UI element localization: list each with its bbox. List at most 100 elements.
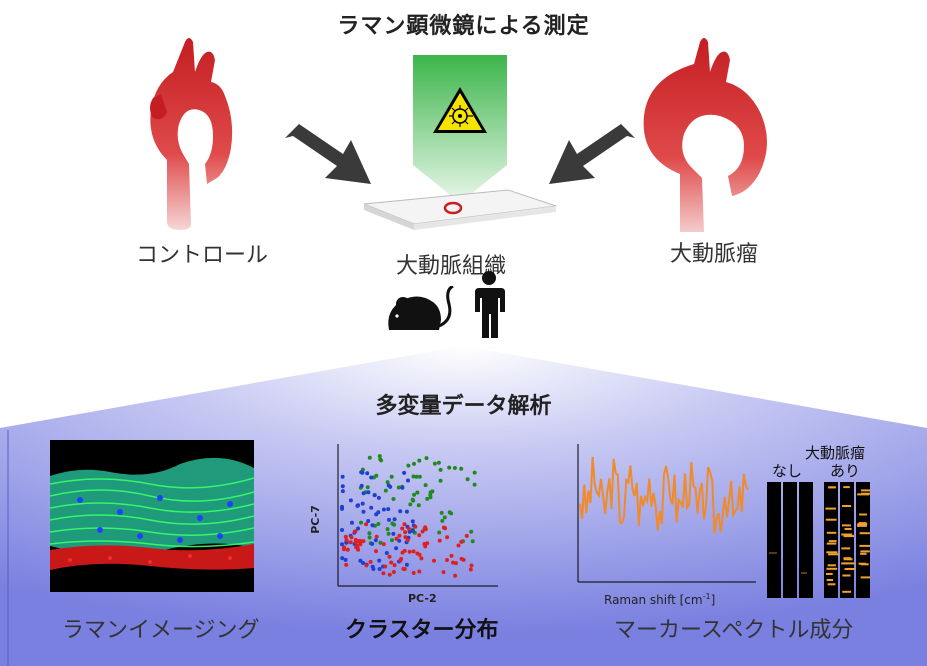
pca-point — [387, 572, 392, 577]
pca-point — [420, 529, 425, 534]
pca-point — [472, 470, 477, 475]
strip-mark — [826, 573, 833, 575]
pca-point — [385, 480, 390, 485]
pca-point — [416, 503, 421, 508]
pca-point — [432, 558, 436, 563]
pca-point — [415, 490, 420, 495]
pca-point — [360, 470, 365, 475]
strip-mark — [858, 522, 867, 525]
analysis-title: 多変量データ解析 — [375, 394, 552, 419]
pca-point — [430, 489, 435, 494]
pca-point — [359, 483, 364, 488]
strip-mark — [844, 528, 852, 530]
pca-point — [459, 539, 464, 544]
pca-point — [438, 478, 443, 483]
strip-mark — [825, 507, 836, 510]
strip-mark — [843, 562, 856, 565]
pca-point — [402, 522, 407, 527]
strip-mark — [860, 563, 869, 566]
pca-point — [387, 554, 392, 559]
strip-mark — [826, 531, 837, 534]
pca-point — [370, 523, 375, 528]
pca-point — [398, 509, 403, 514]
strip-mark — [841, 547, 851, 550]
pca-point — [356, 526, 361, 531]
pca-point — [470, 539, 475, 544]
marker-present-label: あり — [830, 462, 861, 480]
pca-point — [360, 501, 365, 506]
pca-point — [361, 491, 366, 496]
pca-point — [396, 485, 401, 490]
pca-point — [404, 562, 409, 567]
pca-point — [459, 466, 464, 471]
pca-point — [358, 558, 363, 563]
pca-point — [405, 538, 410, 543]
pca-point — [369, 505, 374, 510]
pca-point — [423, 525, 428, 530]
pca-point — [392, 517, 397, 522]
pca-point — [369, 475, 374, 480]
pca-point — [372, 493, 377, 498]
pca-point — [437, 538, 442, 543]
pca-point — [381, 542, 386, 547]
pca-point — [364, 563, 369, 568]
strip-mark — [827, 564, 836, 567]
spectrum-line — [579, 456, 749, 534]
pca-point — [407, 549, 412, 554]
pca-point — [449, 553, 454, 558]
pca-point — [425, 541, 430, 546]
pca-point — [386, 507, 391, 512]
pca-point — [451, 560, 455, 565]
pca-point — [381, 507, 386, 512]
cluster-scatter-plot — [337, 444, 498, 587]
pca-point — [359, 520, 363, 525]
pca-point — [361, 509, 366, 514]
pca-point — [394, 536, 399, 541]
pca-point — [377, 567, 382, 571]
pca-point — [437, 530, 442, 535]
strip-mark — [857, 493, 869, 496]
raman-image — [50, 440, 254, 592]
pca-point — [410, 497, 415, 502]
pca-point — [343, 557, 348, 562]
marker-header: 大動脈瘤 — [804, 444, 865, 462]
pca-point — [378, 457, 383, 462]
mouse-icon — [388, 286, 454, 330]
pca-point — [345, 547, 350, 552]
pca-point — [419, 556, 424, 561]
pca-point — [404, 509, 409, 514]
imaging-caption: ラマンイメージング — [62, 618, 260, 643]
page-title: ラマン顕微鏡による測定 — [337, 14, 590, 39]
strip-mark — [857, 524, 867, 527]
laser-source-icon — [413, 55, 507, 203]
strip-mark — [828, 540, 837, 543]
pca-point — [374, 534, 379, 539]
pca-point — [352, 529, 357, 534]
pca-point — [439, 510, 444, 515]
strip-mark — [841, 562, 849, 565]
pca-point — [340, 489, 345, 494]
pca-point — [469, 563, 474, 568]
pca-point — [390, 538, 394, 543]
pca-point — [356, 539, 361, 544]
strip-mark — [859, 532, 870, 535]
left-arrow-icon — [285, 124, 371, 184]
pca-point — [388, 484, 393, 489]
strip-mark — [843, 558, 853, 561]
pca-point — [464, 533, 469, 538]
strip-mark — [860, 576, 870, 579]
pca-point — [340, 484, 345, 489]
pca-point — [391, 531, 396, 536]
pca-point — [406, 526, 411, 531]
strip-mark — [841, 524, 851, 527]
pca-point — [411, 474, 416, 479]
pca-point — [472, 482, 477, 487]
marker-strips-none — [767, 482, 813, 598]
pca-point — [423, 483, 428, 488]
pca-point — [441, 570, 446, 575]
pca-point — [423, 544, 428, 549]
strip-mark — [826, 567, 838, 570]
pca-point — [411, 571, 416, 575]
strip-mark — [828, 553, 840, 556]
pca-point — [391, 497, 396, 501]
